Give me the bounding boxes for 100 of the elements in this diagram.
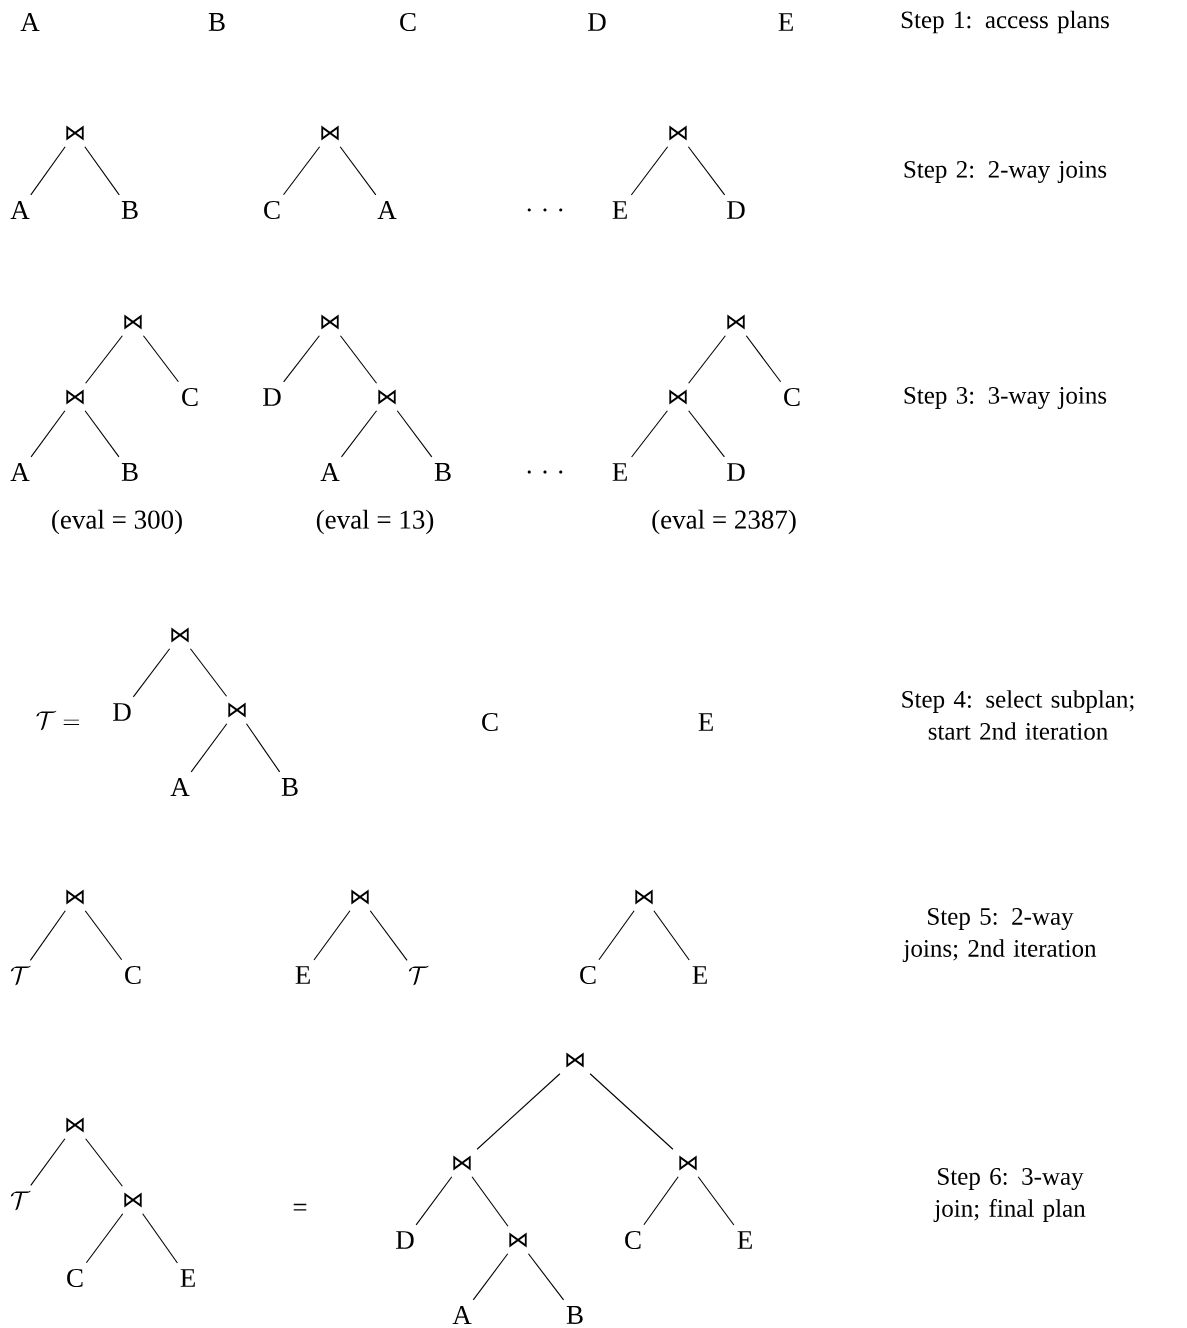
relation-letter: C bbox=[400, 12, 416, 32]
join-symbol: ⋈ bbox=[635, 889, 653, 905]
relation-letter: E bbox=[698, 713, 713, 731]
relation-letter: C bbox=[264, 200, 280, 220]
ellipsis: . . . bbox=[527, 208, 563, 212]
relation-letter: D bbox=[727, 201, 745, 219]
tree-edge bbox=[283, 335, 320, 383]
step-caption: Step 5: 2-way joins; 2nd iteration bbox=[902, 908, 1097, 962]
join-symbol: ⋈ bbox=[66, 389, 84, 405]
tree-edge bbox=[30, 410, 66, 458]
tree-edge bbox=[688, 335, 726, 384]
join-symbol: ⋈ bbox=[228, 702, 246, 718]
relation-letter: E bbox=[778, 13, 793, 31]
relation-letter: C bbox=[182, 387, 198, 407]
cost-label: (eval = 13) bbox=[316, 509, 434, 535]
tree-edge bbox=[598, 910, 635, 961]
tree-edge bbox=[30, 1138, 66, 1186]
tree-edge bbox=[472, 1253, 509, 1301]
step-caption: Step 1: access plans bbox=[901, 10, 1109, 34]
join-symbol: ⋈ bbox=[509, 1232, 527, 1248]
tree-edge bbox=[29, 910, 66, 961]
relation-letter: B bbox=[121, 463, 138, 481]
join-symbol: ⋈ bbox=[171, 627, 189, 643]
relation-letter: B bbox=[434, 463, 451, 481]
tree-edge bbox=[85, 335, 123, 384]
tree-edge bbox=[589, 1073, 674, 1150]
relation-letter: C bbox=[580, 965, 596, 985]
relation-letter: C bbox=[125, 965, 141, 985]
tree-edge bbox=[631, 410, 668, 458]
tree-edge bbox=[630, 146, 669, 196]
tree-edge bbox=[85, 1213, 124, 1264]
join-symbol: ⋈ bbox=[66, 889, 84, 905]
join-symbol: ⋈ bbox=[669, 389, 687, 405]
relation-letter: B bbox=[121, 201, 138, 219]
join-symbol: ⋈ bbox=[124, 314, 142, 330]
relation-letter: A bbox=[10, 201, 30, 219]
tree-edge bbox=[476, 1073, 561, 1150]
join-symbol: ⋈ bbox=[321, 314, 339, 330]
tree-edge bbox=[84, 146, 120, 196]
join-symbol: ⋈ bbox=[66, 125, 84, 141]
join-symbol: ⋈ bbox=[566, 1052, 584, 1068]
join-symbol: ⋈ bbox=[669, 125, 687, 141]
tree-edge bbox=[84, 910, 123, 961]
tree-edge bbox=[697, 1176, 735, 1226]
tree-edge bbox=[688, 410, 725, 458]
plan-equation: $\mathcal{T} =$ bbox=[36, 710, 80, 731]
relation-letter: C bbox=[784, 387, 800, 407]
join-symbol: ⋈ bbox=[378, 389, 396, 405]
tree-edge bbox=[396, 410, 433, 458]
tree-edge bbox=[339, 146, 377, 196]
relation-letter: B bbox=[208, 13, 225, 31]
tree-edge bbox=[190, 723, 228, 773]
relation-letter: A bbox=[170, 778, 190, 796]
join-symbol: ⋈ bbox=[124, 1192, 142, 1208]
relation-letter: E bbox=[180, 1269, 195, 1287]
tree-edge bbox=[687, 146, 726, 196]
tree-edge bbox=[189, 648, 228, 697]
relation-letter: D bbox=[727, 463, 745, 481]
relation-letter: A bbox=[20, 13, 40, 31]
relation-letter: C bbox=[625, 1230, 641, 1250]
join-symbol: ⋈ bbox=[727, 314, 745, 330]
step-caption: Step 6: 3-way join; final plan bbox=[933, 1168, 1086, 1222]
step-caption: Step 4: select subplan; start 2nd iteration bbox=[902, 690, 1134, 740]
tree-edge bbox=[313, 910, 351, 961]
tree-edge bbox=[527, 1253, 565, 1301]
plan-symbol: $\mathcal{T}$ bbox=[10, 1190, 31, 1211]
ellipsis: . . . bbox=[527, 470, 563, 474]
join-symbol: ⋈ bbox=[351, 889, 369, 905]
tree-edge bbox=[653, 910, 690, 961]
tree-edge bbox=[745, 335, 782, 383]
tree-edge bbox=[340, 410, 378, 458]
relation-letter: D bbox=[113, 703, 131, 721]
tree-edge bbox=[643, 1176, 679, 1226]
relation-letter: E bbox=[295, 966, 310, 984]
plan-symbol: $\mathcal{T}$ bbox=[408, 965, 429, 986]
relation-letter: D bbox=[396, 1231, 414, 1249]
tree-edge bbox=[471, 1176, 509, 1227]
tree-edge bbox=[142, 335, 179, 383]
tree-edge bbox=[339, 335, 378, 384]
relation-letter: D bbox=[588, 13, 606, 31]
tree-edge bbox=[245, 723, 281, 773]
relation-letter: B bbox=[566, 1306, 583, 1324]
relation-letter: A bbox=[377, 201, 397, 219]
step-caption: Step 3: 3-way joins bbox=[904, 387, 1107, 409]
tree-edge bbox=[30, 146, 66, 196]
tree-edge bbox=[282, 146, 321, 196]
cost-label: (eval = 2387) bbox=[652, 509, 796, 535]
relation-letter: B bbox=[281, 778, 298, 796]
relation-letter: A bbox=[10, 463, 30, 481]
relation-letter: C bbox=[482, 712, 498, 732]
relation-letter: E bbox=[692, 966, 707, 984]
join-symbol: ⋈ bbox=[679, 1155, 697, 1171]
relation-letter: E bbox=[612, 463, 627, 481]
join-symbol: ⋈ bbox=[453, 1155, 471, 1171]
tree-edge bbox=[84, 410, 120, 458]
relation-letter: E bbox=[612, 201, 627, 219]
step-caption: Step 2: 2-way joins bbox=[904, 161, 1107, 183]
join-symbol: ⋈ bbox=[321, 125, 339, 141]
relation-letter: A bbox=[320, 463, 340, 481]
equals-sign: = bbox=[293, 1203, 307, 1211]
